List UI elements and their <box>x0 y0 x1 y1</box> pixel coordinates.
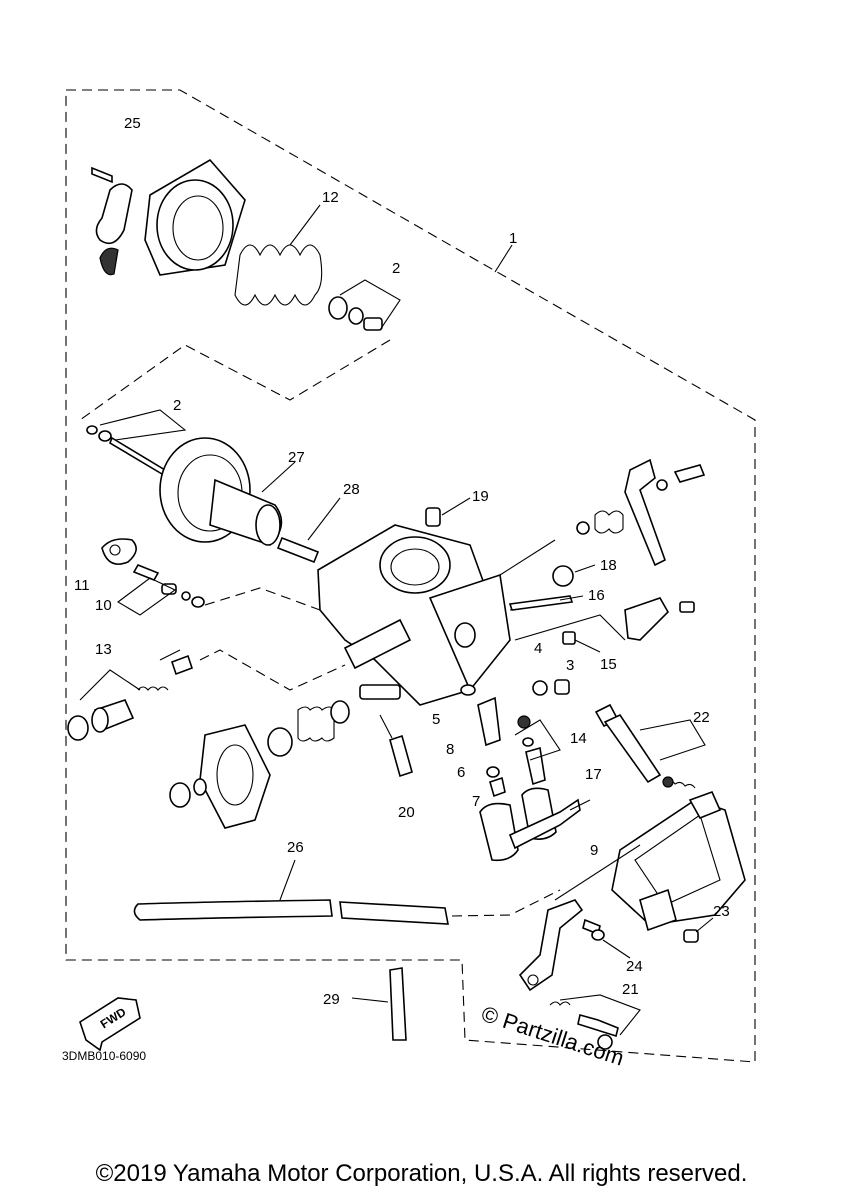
part-17-float <box>479 787 591 862</box>
callout-16: 16 <box>588 587 605 604</box>
callout-22: 22 <box>693 709 710 726</box>
callout-18: 18 <box>600 557 617 574</box>
part-27-piston-diaphragm <box>159 437 296 546</box>
callout-labels: 1 2 2 3 4 5 6 7 8 9 10 11 12 13 14 15 16… <box>74 115 730 1008</box>
callout-5: 5 <box>432 711 440 728</box>
callout-2a: 2 <box>392 260 400 277</box>
callout-19: 19 <box>472 488 489 505</box>
leader-cover-body <box>79 339 391 421</box>
callout-23: 23 <box>713 903 730 920</box>
callout-12: 12 <box>322 189 339 206</box>
assembly-boundary <box>65 89 756 1063</box>
callout-9: 9 <box>590 842 598 859</box>
part-18-bushing <box>552 564 596 587</box>
part-spring-set <box>267 700 350 757</box>
callout-11: 11 <box>74 577 90 594</box>
callout-14: 14 <box>570 730 587 747</box>
part-2-needle <box>86 409 187 476</box>
part-10-pilot-screw <box>117 563 321 616</box>
callout-20: 20 <box>398 804 415 821</box>
part-11-cap <box>101 538 137 565</box>
callout-17: 17 <box>585 766 602 783</box>
part-26-hose <box>133 859 561 925</box>
part-13-pump-set <box>67 649 346 741</box>
callout-24: 24 <box>626 958 643 975</box>
part-9-float-bowl <box>554 776 746 932</box>
callout-8: 8 <box>446 741 454 758</box>
callout-28: 28 <box>343 481 360 498</box>
drawing-code: 3DMB010-6090 <box>62 1049 146 1063</box>
part-right-bracket <box>514 597 695 641</box>
callout-4: 4 <box>534 640 542 657</box>
callout-1: 1 <box>509 230 517 247</box>
part-28-pin <box>276 497 341 564</box>
part-2-upper-hardware <box>328 279 401 331</box>
part-16-shaft <box>508 595 584 611</box>
part-29-hose <box>351 967 407 1041</box>
part-25-screw-lever <box>91 166 133 276</box>
callout-3: 3 <box>566 657 574 674</box>
copyright-notice: ©2019 Yamaha Motor Corporation, U.S.A. A… <box>95 1160 748 1187</box>
callout-26: 26 <box>287 839 304 856</box>
part-5-8-6-7-fittings <box>460 684 506 798</box>
part-throttle-lever <box>576 458 706 567</box>
callout-29: 29 <box>323 991 340 1008</box>
part-14-needle-valve <box>514 715 561 786</box>
fwd-arrow-icon: FWD <box>79 997 141 1052</box>
callout-15: 15 <box>600 656 617 673</box>
callout-25: 25 <box>124 115 141 132</box>
part-top-cover <box>144 158 246 276</box>
part-21-lever <box>518 899 641 1050</box>
part-15-screw <box>562 631 601 653</box>
part-lower-diaphragm-cover <box>169 724 271 829</box>
part-20-jet <box>379 714 413 778</box>
callout-21: 21 <box>622 981 639 998</box>
part-19-jet <box>425 497 471 527</box>
callout-6: 6 <box>457 764 465 781</box>
callout-10: 10 <box>95 597 112 614</box>
part-1-carburetor-body <box>317 524 566 706</box>
callout-13: 13 <box>95 641 112 658</box>
part-24-screw <box>582 918 631 959</box>
part-12-spring <box>234 204 323 306</box>
part-23-screw <box>683 917 714 943</box>
part-22-fuel-inlet <box>594 703 706 789</box>
part-3-4-screw-washer <box>532 679 570 696</box>
callout-27: 27 <box>288 449 305 466</box>
callout-7: 7 <box>472 793 480 810</box>
callout-2b: 2 <box>173 397 181 414</box>
leader-1 <box>494 244 513 273</box>
